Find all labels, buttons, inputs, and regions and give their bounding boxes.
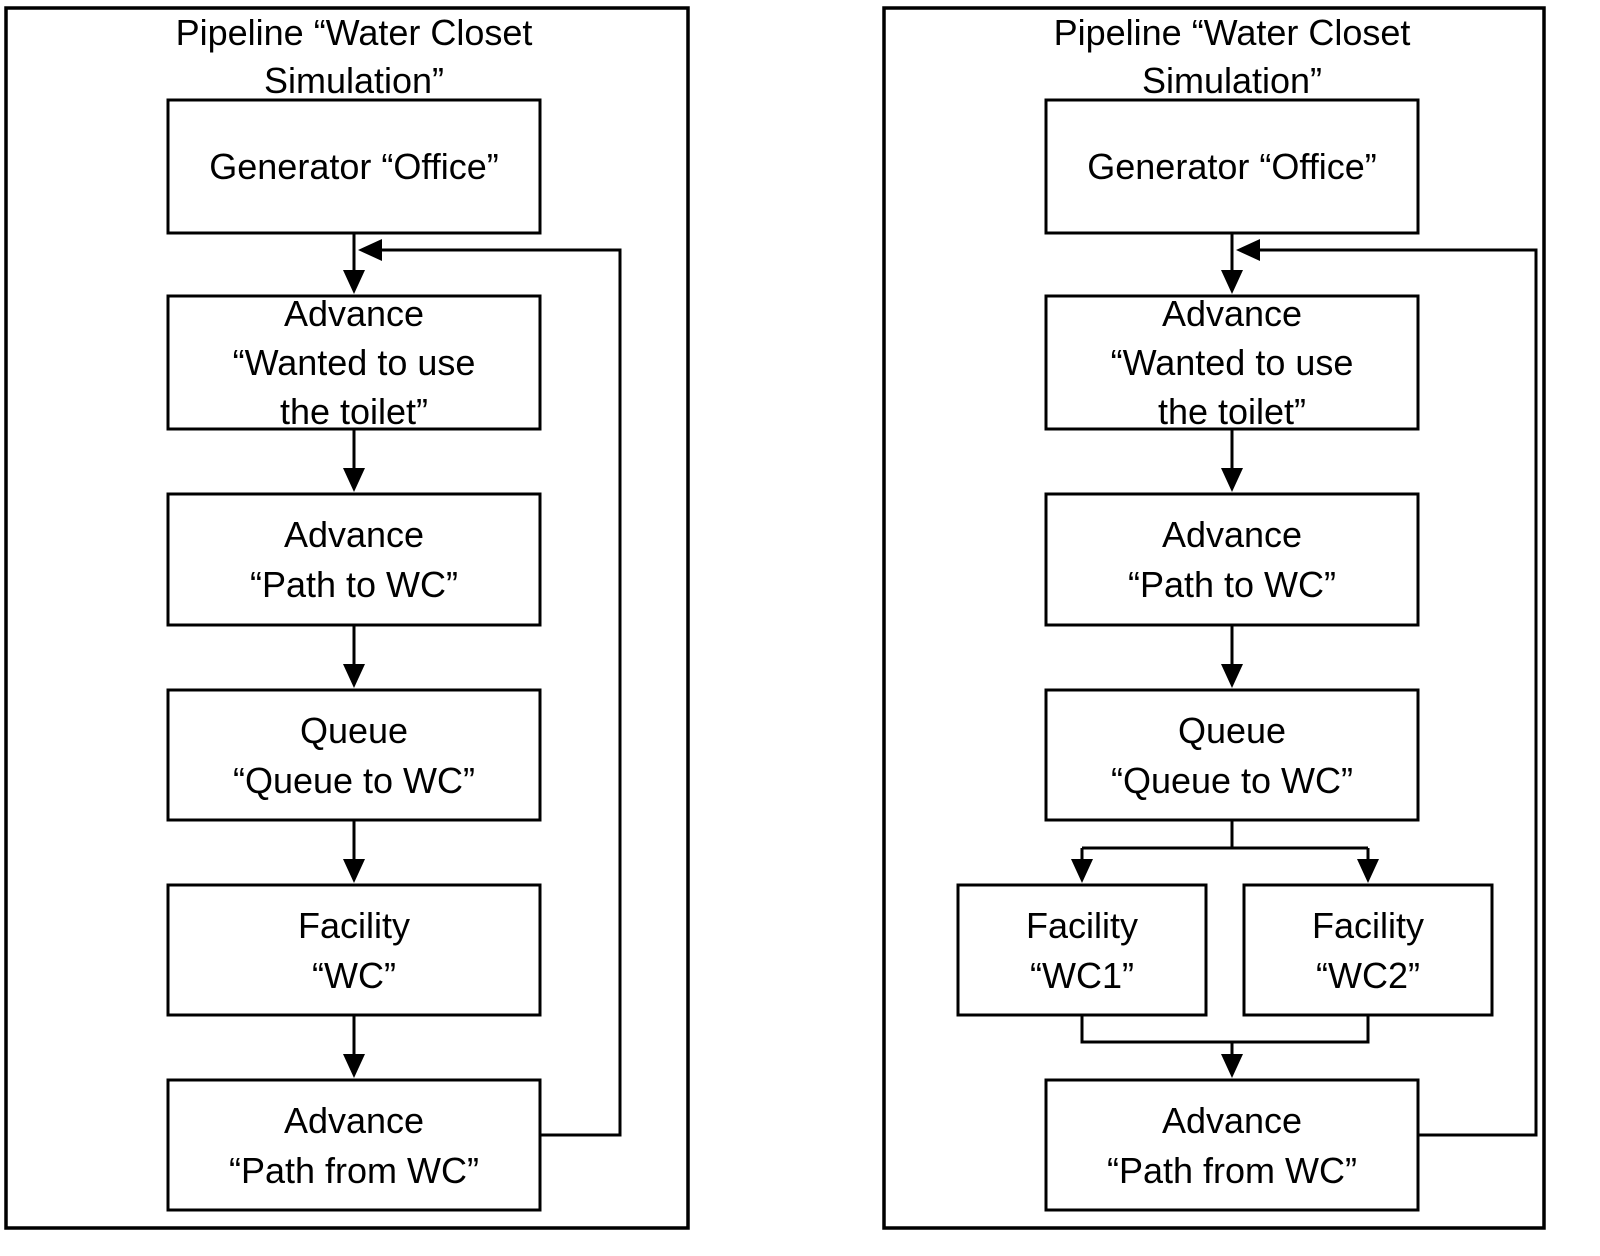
right-facility-wc2-label-line2: “WC2” bbox=[1316, 955, 1420, 996]
right-advance-wanted-label-line1: Advance bbox=[1162, 293, 1302, 334]
left-facility-label-line1: Facility bbox=[298, 905, 410, 946]
left-arrowhead-down-1 bbox=[343, 270, 365, 294]
right-arrowhead-wc2 bbox=[1357, 859, 1379, 883]
left-pipeline-border bbox=[4, 6, 690, 1230]
left-advance-path-to-box bbox=[166, 492, 542, 627]
left-facility-box bbox=[166, 883, 542, 1017]
right-advance-path-to-box bbox=[1044, 492, 1420, 627]
right-facility-wc2-box bbox=[1242, 883, 1494, 1017]
right-arrowhead-down-3 bbox=[1221, 664, 1243, 688]
right-facility-wc1-box bbox=[956, 883, 1208, 1017]
right-advance-wanted-label-line3: the toilet” bbox=[1158, 391, 1306, 432]
right-pipeline-border bbox=[882, 6, 1546, 1230]
left-advance-wanted-label-line3: the toilet” bbox=[280, 391, 428, 432]
left-advance-path-from-label-line1: Advance bbox=[284, 1100, 424, 1141]
right-facility-wc2-label-line1: Facility bbox=[1312, 905, 1424, 946]
right-queue-box bbox=[1044, 688, 1420, 822]
left-queue-label-line2: “Queue to WC” bbox=[233, 760, 475, 801]
left-feedback-line bbox=[382, 248, 622, 1137]
right-pipeline: Pipeline “Water Closet Simulation” Gener… bbox=[882, 6, 1546, 1230]
right-advance-path-to-label-line1: Advance bbox=[1162, 514, 1302, 555]
right-merge-connector bbox=[1080, 1015, 1370, 1056]
right-queue-label-line2: “Queue to WC” bbox=[1111, 760, 1353, 801]
right-feedback-arrowhead bbox=[1236, 239, 1260, 261]
right-arrowhead-wc1 bbox=[1071, 859, 1093, 883]
left-arrowhead-down-2 bbox=[343, 468, 365, 492]
left-pipeline-title-line2: Simulation” bbox=[264, 60, 444, 101]
right-advance-path-to-label-line2: “Path to WC” bbox=[1128, 564, 1336, 605]
right-arrowhead-merge bbox=[1221, 1054, 1243, 1078]
right-facility-wc1-label-line2: “WC1” bbox=[1030, 955, 1134, 996]
left-facility-label-line2: “WC” bbox=[312, 955, 396, 996]
left-advance-wanted-label-line1: Advance bbox=[284, 293, 424, 334]
right-advance-wanted-label-line2: “Wanted to use bbox=[1111, 342, 1354, 383]
right-queue-label-line1: Queue bbox=[1178, 710, 1286, 751]
left-arrowhead-down-4 bbox=[343, 859, 365, 883]
left-advance-path-from-box bbox=[166, 1078, 542, 1212]
left-arrowhead-down-3 bbox=[343, 664, 365, 688]
right-arrowhead-down-1 bbox=[1221, 270, 1243, 294]
left-feedback-arrowhead bbox=[358, 239, 382, 261]
right-advance-path-from-label-line1: Advance bbox=[1162, 1100, 1302, 1141]
right-pipeline-title-line2: Simulation” bbox=[1142, 60, 1322, 101]
left-arrowhead-down-5 bbox=[343, 1054, 365, 1078]
right-arrowhead-down-2 bbox=[1221, 468, 1243, 492]
left-advance-wanted-box bbox=[166, 294, 542, 431]
left-queue-label-line1: Queue bbox=[300, 710, 408, 751]
right-pipeline-title-line1: Pipeline “Water Closet bbox=[1054, 12, 1411, 53]
right-feedback-line bbox=[1260, 248, 1538, 1137]
left-advance-path-to-label-line2: “Path to WC” bbox=[250, 564, 458, 605]
right-advance-wanted-box bbox=[1044, 294, 1420, 431]
right-advance-path-from-label-line2: “Path from WC” bbox=[1107, 1150, 1357, 1191]
left-advance-wanted-label-line2: “Wanted to use bbox=[233, 342, 476, 383]
right-split-connector bbox=[1080, 820, 1370, 861]
right-facility-wc1-label-line1: Facility bbox=[1026, 905, 1138, 946]
left-generator-label: Generator “Office” bbox=[209, 146, 498, 187]
left-pipeline-title-line1: Pipeline “Water Closet bbox=[176, 12, 533, 53]
left-advance-path-from-label-line2: “Path from WC” bbox=[229, 1150, 479, 1191]
right-advance-path-from-box bbox=[1044, 1078, 1420, 1212]
right-generator-label: Generator “Office” bbox=[1087, 146, 1376, 187]
left-pipeline: Pipeline “Water Closet Simulation” Gener… bbox=[4, 6, 690, 1230]
left-advance-path-to-label-line1: Advance bbox=[284, 514, 424, 555]
